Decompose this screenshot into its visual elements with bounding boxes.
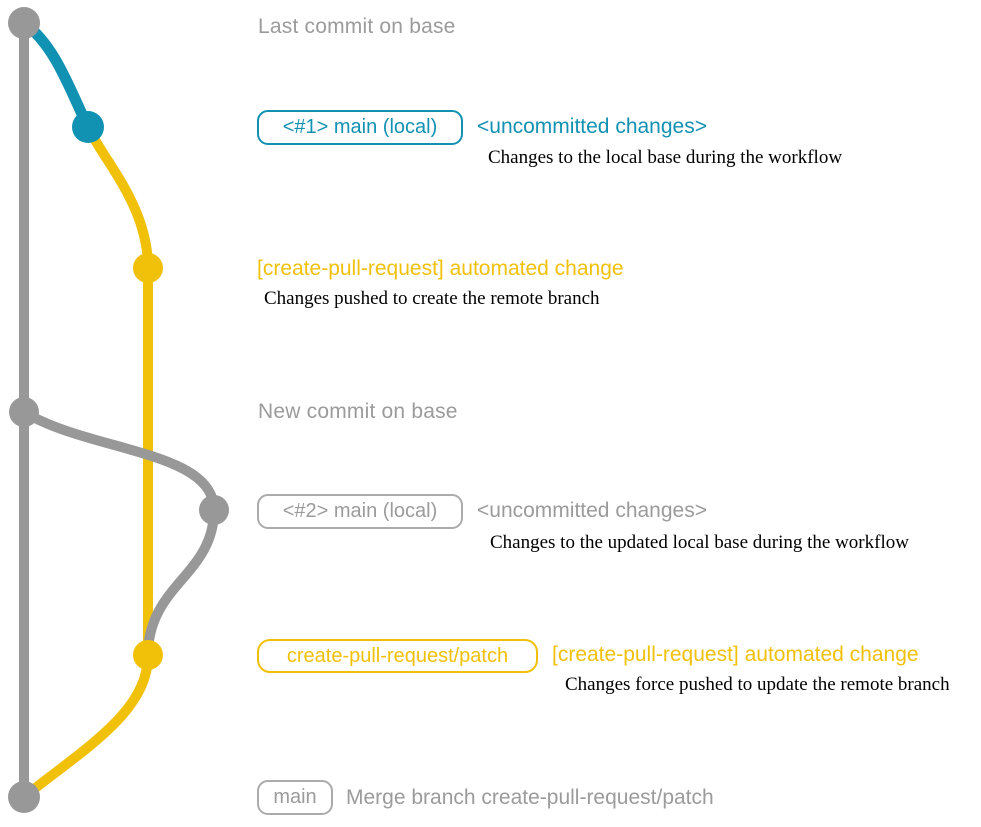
description-automated-change-1: Changes pushed to create the remote bran… [264,288,600,309]
commit-dot-automated-change-1 [133,253,163,283]
commit-dot-uncommitted-changes-1 [72,111,104,143]
description-uncommitted-changes-1: Changes to the local base during the wor… [488,147,843,168]
local-main1-branch-curve [18,17,94,133]
branch-badge-main-local-2: <#2> main (local) [257,494,463,529]
branch-badge-main-local-2-label: <#2> main (local) [282,500,438,522]
commit-message-uncommitted-changes-1: <uncommitted changes> [477,115,707,138]
branch-badge-main: main [257,780,333,815]
branch-badge-main-local-1: <#1> main (local) [257,110,463,145]
commit-dot-merge-commit [8,781,40,813]
patch-branch-curve-top [83,122,153,273]
new-commit-on-base-label: New commit on base [258,400,458,423]
commit-dot-uncommitted-changes-2 [199,495,229,525]
commit-message-automated-change-1: [create-pull-request] automated change [257,257,624,280]
commit-dot-new-commit-on-base [9,397,39,427]
branch-badge-main-local-1-label: <#1> main (local) [282,116,438,138]
commit-dot-last-commit-on-base [8,7,40,39]
last-commit-on-base-label: Last commit on base [258,15,456,38]
description-uncommitted-changes-2: Changes to the updated local base during… [490,532,909,553]
commit-message-automated-change-2: [create-pull-request] automated change [552,643,919,666]
commit-message-merge-branch: Merge branch create-pull-request/patch [346,786,714,809]
branch-badge-create-pull-request-patch: create-pull-request/patch [257,639,538,673]
patch-branch-merge-curve [19,650,153,802]
local-main2-branch-curve-in [143,505,219,660]
local-main2-branch-curve-out [19,407,219,515]
commit-message-uncommitted-changes-2: <uncommitted changes> [477,499,707,522]
branch-badge-main-label: main [273,786,317,808]
description-automated-change-2: Changes force pushed to update the remot… [565,674,950,695]
branch-badge-create-pull-request-patch-label: create-pull-request/patch [286,644,509,667]
commit-dot-automated-change-2 [133,640,163,670]
